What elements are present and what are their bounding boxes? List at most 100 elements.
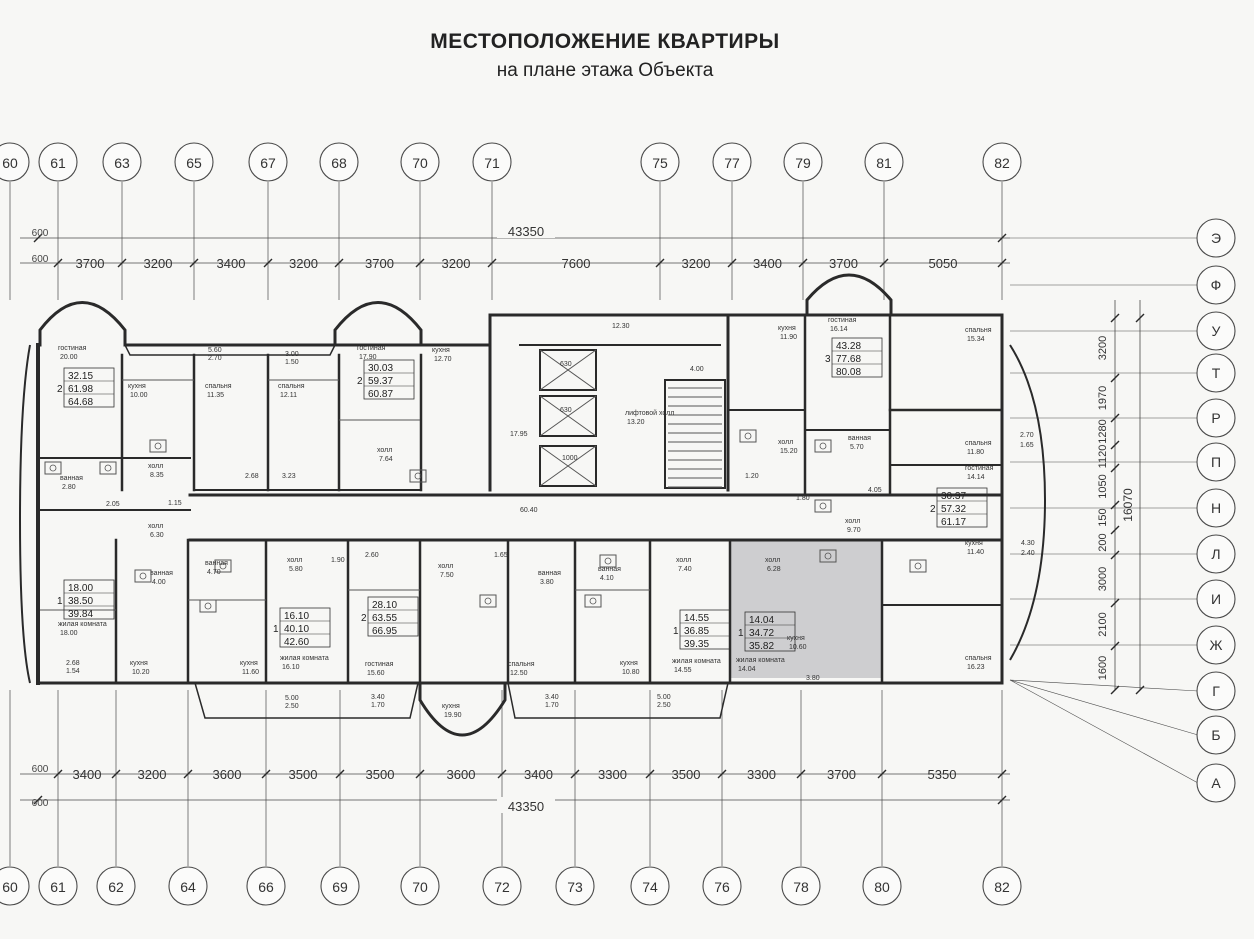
room-area: 15.60 [367, 670, 385, 677]
room-name: кухня [965, 540, 983, 547]
axis-label-right: Т [1212, 365, 1221, 381]
dimension-number: 2.70 [208, 355, 222, 362]
dim-bottom-chain-tick [497, 769, 507, 779]
axis-label-top: 79 [795, 155, 811, 171]
axis-bubble-right [1196, 353, 1236, 393]
axis-label-right: Г [1212, 683, 1220, 699]
apartment-total-with-balcony: 39.84 [68, 609, 93, 620]
dim-bottom-total-tick [33, 795, 43, 805]
dim-bottom-chain-label: 3600 [213, 767, 242, 782]
fixture-icon [44, 461, 62, 475]
room-name: спальня [965, 327, 992, 334]
room-area: 11.90 [780, 334, 797, 341]
axis-label-bottom: 74 [642, 879, 658, 895]
room-name: спальня [205, 383, 232, 390]
bay-window-bottom [418, 683, 507, 737]
dimension-number: 2.40 [1021, 550, 1035, 557]
axis-bubble-bottom [482, 866, 522, 906]
room-area: 9.70 [847, 527, 861, 534]
dim-bottom-chain-tick [717, 769, 727, 779]
balcony-bottom-right [507, 682, 729, 719]
room-name: холл [845, 518, 860, 525]
axis-bubble-right [1196, 625, 1236, 665]
room-name: спальня [965, 655, 992, 662]
room-area: 14.55 [674, 667, 692, 674]
axis-label-top: 71 [484, 155, 500, 171]
apartment-box [744, 611, 796, 652]
apartment-total-area: 57.32 [941, 504, 966, 515]
dim-bottom-chain-tick [261, 769, 271, 779]
grid-line-right [1009, 679, 1199, 784]
dimension-number: 17.95 [510, 431, 528, 438]
dim-bottom-chain-tick [570, 769, 580, 779]
page-title: МЕСТОПОЛОЖЕНИЕ КВАРТИРЫ [430, 30, 780, 53]
room-name: кухня [128, 383, 146, 390]
room-name: ванная [538, 570, 561, 577]
room-area: 15.34 [967, 336, 985, 343]
apartment-box [367, 596, 419, 637]
dim-offset-label: 600 [32, 228, 49, 239]
axis-bubble-right [1196, 218, 1236, 258]
axis-bubble-bottom [400, 866, 440, 906]
apartment-living-area: 30.03 [368, 363, 393, 374]
apartment-total-with-balcony: 35.82 [749, 641, 774, 652]
axis-bubble-top [640, 142, 680, 182]
axis-bubble-right [1196, 715, 1236, 755]
fixture-icon [149, 439, 167, 453]
dimension-number: 2.68 [245, 473, 259, 480]
room-area: 11.40 [967, 549, 984, 556]
dim-bottom-chain-tick [111, 769, 121, 779]
fixture-icon [484, 597, 492, 605]
fixture-icon [139, 572, 147, 580]
room-name: спальня [965, 440, 992, 447]
axis-label-bottom: 64 [180, 879, 196, 895]
room-area: 7.64 [379, 456, 393, 463]
fixture-icon [604, 557, 612, 565]
room-area: 16.10 [282, 664, 300, 671]
axis-bubble-bottom [96, 866, 136, 906]
room-name: холл [438, 563, 453, 570]
dim-right-tick [1110, 525, 1120, 535]
dim-top-chain-tick [334, 258, 344, 268]
axis-bubble-bottom [246, 866, 286, 906]
dim-right-tick [1110, 641, 1120, 651]
room-name: жилая комната [672, 658, 721, 665]
apartment-box [936, 487, 988, 528]
dim-right-label: 3200 [1097, 336, 1109, 360]
dim-top-chain-label: 3400 [753, 256, 782, 271]
room-name: холл [676, 557, 691, 564]
elevator-shaft [539, 395, 597, 437]
dimension-number: 1.90 [331, 557, 345, 564]
dim-bottom-chain-tick [335, 769, 345, 779]
dim-right-label: 3000 [1097, 567, 1109, 591]
fixture-icon [584, 594, 602, 608]
apartment-box [679, 609, 731, 650]
fixture-icon [104, 464, 112, 472]
axis-bubble-bottom [320, 866, 360, 906]
dim-right-total-tick [1135, 685, 1145, 695]
dim-right-label: 200 [1097, 533, 1109, 551]
apartment-total-with-balcony: 42.60 [284, 637, 309, 648]
dim-right-tick [1110, 598, 1120, 608]
apartment-living-area: 32.15 [68, 371, 93, 382]
axis-label-bottom: 69 [332, 879, 348, 895]
fixture-icon [219, 562, 227, 570]
dimension-number: 1.65 [494, 552, 508, 559]
room-area: 10.20 [132, 669, 150, 676]
dimension-number: 2.68 [66, 660, 80, 667]
axis-bubble-bottom [0, 866, 30, 906]
apartment-total-area: 38.50 [68, 596, 93, 607]
fixture-icon [739, 429, 757, 443]
axis-label-right: Н [1211, 500, 1221, 516]
axis-label-right: Р [1211, 410, 1220, 426]
room-area: 14.14 [967, 474, 985, 481]
dimension-number: 1000 [562, 455, 578, 462]
elevator-shaft [539, 349, 597, 391]
dimension-number: 2.05 [106, 501, 120, 508]
dim-top-chain-tick [53, 258, 63, 268]
axis-label-bottom: 70 [412, 879, 428, 895]
room-name: кухня [240, 660, 258, 667]
dim-right-tick [1110, 550, 1120, 560]
apartment-living-area: 18.00 [68, 583, 93, 594]
